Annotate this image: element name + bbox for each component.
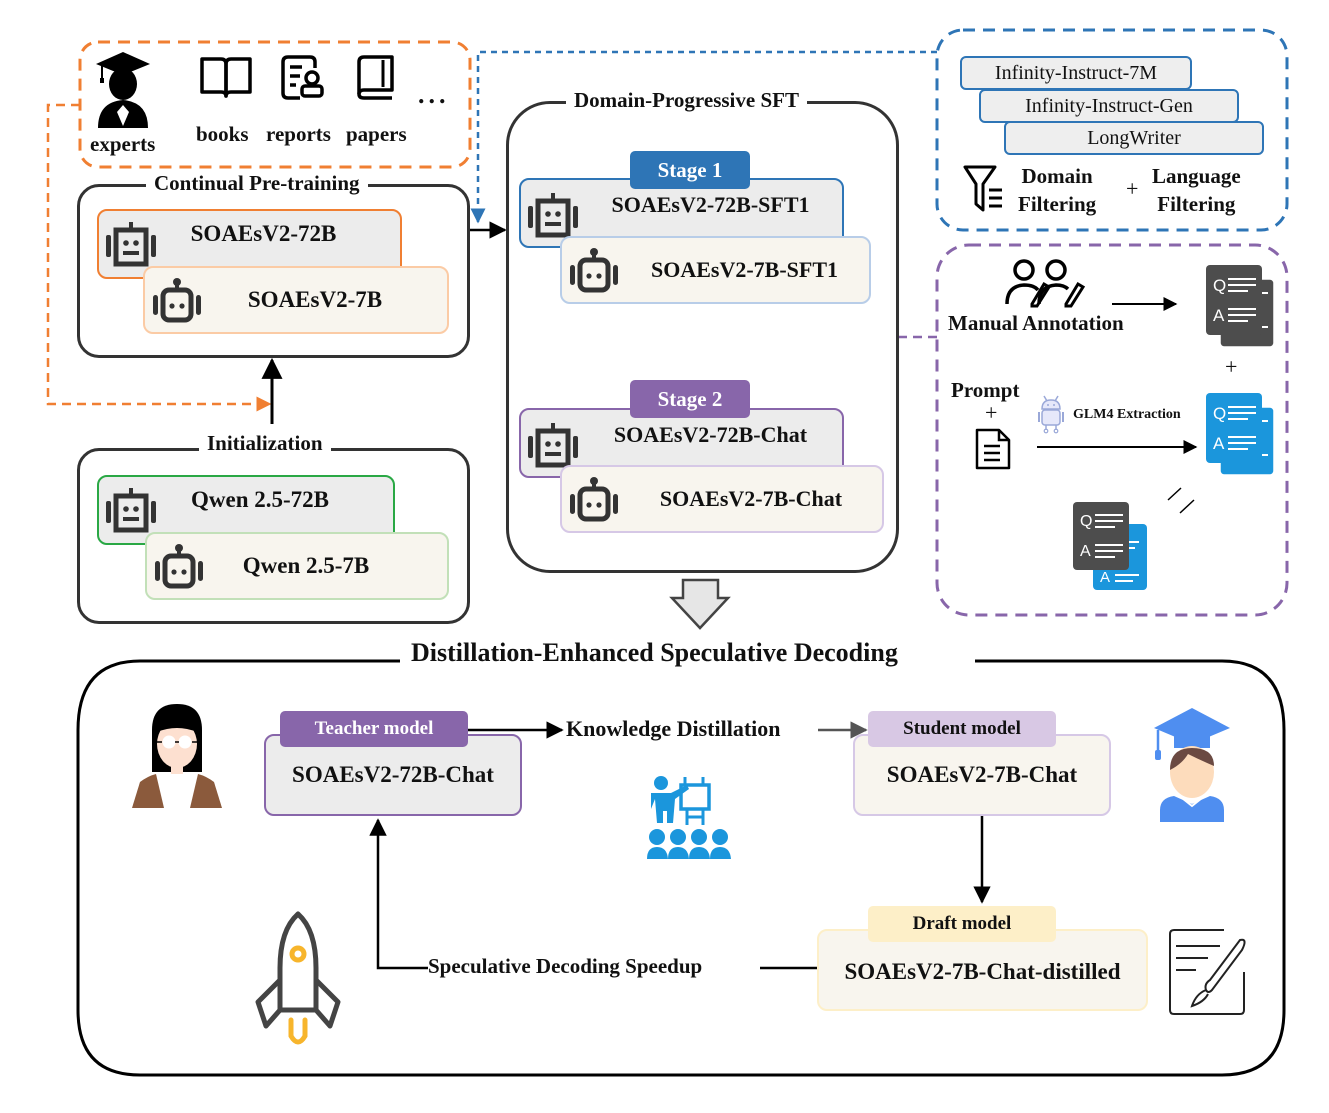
filter-icon bbox=[963, 165, 1002, 212]
dataset-infinity-instruct-7m: Infinity-Instruct-7M bbox=[960, 56, 1192, 90]
qa-doc-blue-icon bbox=[1206, 393, 1276, 477]
robot-icon bbox=[568, 476, 620, 522]
model-name: SOAEsV2-7B bbox=[247, 287, 383, 312]
robot-icon bbox=[153, 543, 205, 589]
language-filtering-label: Language Filtering bbox=[1152, 164, 1241, 216]
speculative-decoding-label: Speculative Decoding Speedup bbox=[428, 954, 703, 978]
slash-mark bbox=[1167, 487, 1182, 501]
svg-text:A: A bbox=[1100, 569, 1110, 586]
model-card-soaesv2-7b: SOAEsV2-7B bbox=[143, 266, 449, 334]
draft-model-name: SOAEsV2-7B-Chat-distilled bbox=[844, 959, 1121, 984]
qa-plus: + bbox=[1225, 354, 1238, 379]
teacher-model-badge: Teacher model bbox=[280, 711, 468, 747]
dataset-longwriter: LongWriter bbox=[1004, 121, 1264, 155]
svg-text:A: A bbox=[1080, 543, 1091, 560]
lecture-icon bbox=[647, 776, 731, 859]
robot-icon bbox=[568, 247, 620, 293]
model-card-7b-chat: SOAEsV2-7B-Chat bbox=[560, 465, 884, 533]
document-icon bbox=[975, 428, 1011, 470]
domain-filtering-label: Domain Filtering bbox=[1018, 164, 1097, 216]
speedup-loop-line bbox=[369, 818, 428, 970]
book-icon bbox=[200, 57, 252, 98]
student-avatar-icon bbox=[1154, 708, 1230, 822]
model-card-7b-sft1: SOAEsV2-7B-SFT1 bbox=[560, 236, 871, 304]
model-name: Qwen 2.5-72B bbox=[191, 487, 329, 512]
qa-doc-mixed-icon: A Q A bbox=[1073, 502, 1147, 590]
robot-icon bbox=[527, 192, 579, 238]
dataset-infinity-instruct-gen: Infinity-Instruct-Gen bbox=[979, 89, 1239, 123]
draft-model-badge: Draft model bbox=[868, 906, 1056, 942]
down-hollow-arrow bbox=[669, 578, 731, 630]
writing-icon bbox=[1169, 929, 1246, 1015]
robot-icon bbox=[527, 422, 579, 468]
model-card-qwen-7b: Qwen 2.5-7B bbox=[145, 532, 449, 600]
knowledge-distillation-label: Knowledge Distillation bbox=[566, 716, 781, 741]
teacher-avatar-icon bbox=[132, 704, 222, 808]
report-icon bbox=[281, 55, 324, 100]
sources-more-ellipsis: ... bbox=[418, 80, 450, 109]
qa-doc-dark-icon bbox=[1206, 265, 1276, 349]
model-name: SOAEsV2-7B-Chat bbox=[659, 486, 843, 511]
distillation-title: Distillation-Enhanced Speculative Decodi… bbox=[411, 638, 898, 667]
robot-icon bbox=[105, 221, 157, 267]
continual-pretraining-title: Continual Pre-training bbox=[146, 171, 368, 195]
rocket-icon bbox=[255, 911, 341, 1045]
teacher-model-card: SOAEsV2-72B-Chat bbox=[264, 734, 522, 816]
prompt-label: Prompt bbox=[951, 378, 1020, 402]
student-model-badge: Student model bbox=[868, 711, 1056, 747]
manual-annotation-label: Manual Annotation bbox=[948, 311, 1124, 335]
expert-icon bbox=[96, 52, 150, 128]
student-model-name: SOAEsV2-7B-Chat bbox=[886, 762, 1078, 787]
stage-2-badge: Stage 2 bbox=[630, 380, 750, 418]
sft-title: Domain-Progressive SFT bbox=[566, 88, 807, 112]
paper-icon bbox=[357, 55, 394, 100]
annotators-icon bbox=[1005, 259, 1086, 308]
prompt-plus: + bbox=[985, 400, 998, 425]
teacher-model-name: SOAEsV2-72B-Chat bbox=[292, 762, 494, 787]
glm4-extraction-label: GLM4 Extraction bbox=[1073, 407, 1181, 422]
filter-plus: + bbox=[1126, 176, 1139, 201]
model-name: SOAEsV2-72B-SFT1 bbox=[611, 192, 810, 217]
robot-icon bbox=[105, 487, 157, 533]
glm4-robot-icon bbox=[1038, 395, 1064, 434]
model-name: SOAEsV2-72B bbox=[190, 221, 337, 246]
svg-text:Q: Q bbox=[1080, 513, 1092, 530]
slash-mark bbox=[1179, 499, 1195, 514]
source-label-papers: papers bbox=[346, 122, 407, 146]
stage-1-badge: Stage 1 bbox=[630, 151, 750, 189]
student-model-card: SOAEsV2-7B-Chat bbox=[853, 734, 1111, 816]
source-label-books: books bbox=[196, 122, 249, 146]
source-label-reports: reports bbox=[266, 122, 331, 146]
model-name: SOAEsV2-72B-Chat bbox=[613, 422, 808, 447]
source-label-experts: experts bbox=[90, 132, 156, 156]
model-name: SOAEsV2-7B-SFT1 bbox=[650, 257, 839, 282]
initialization-title: Initialization bbox=[199, 431, 331, 455]
sources-group: experts books reports papers ... bbox=[80, 42, 470, 167]
robot-icon bbox=[151, 277, 203, 323]
model-name: Qwen 2.5-7B bbox=[242, 553, 370, 578]
draft-model-card: SOAEsV2-7B-Chat-distilled bbox=[817, 929, 1148, 1011]
